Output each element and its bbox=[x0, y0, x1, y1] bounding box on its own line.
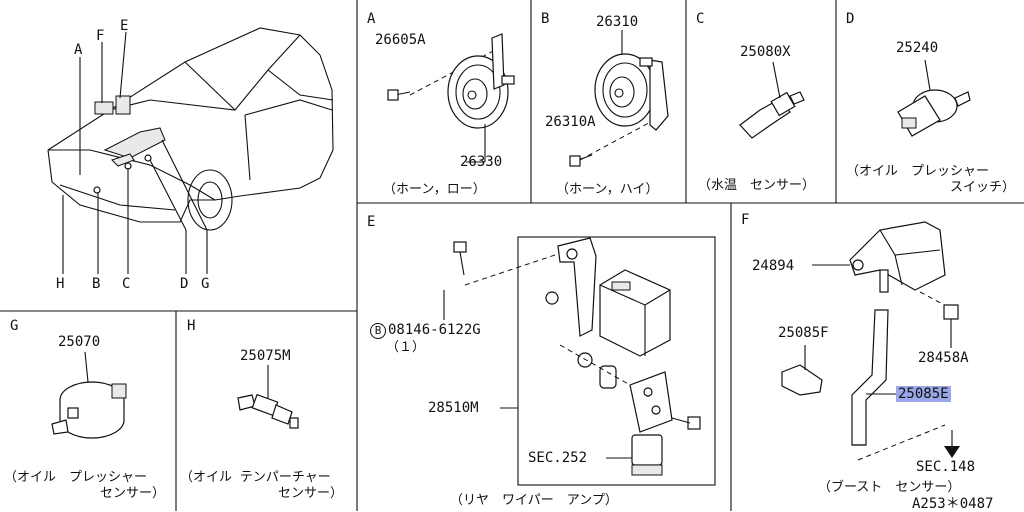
panel-e-caption: （リヤ ワイパー アンプ） bbox=[450, 493, 618, 508]
rear-wiper-amp-drawing bbox=[443, 236, 716, 486]
oil-temp-sensor-drawing bbox=[237, 365, 299, 429]
overview-leaders bbox=[62, 31, 208, 274]
bolt-part-number: 08146-6122G bbox=[388, 322, 481, 338]
part-26605a: 26605A bbox=[375, 32, 426, 48]
panel-b-letter: B bbox=[541, 11, 550, 27]
panel-c-caption: （水温 センサー） bbox=[698, 178, 816, 193]
sec-148-ref: SEC.148 bbox=[916, 459, 976, 475]
part-25080x: 25080X bbox=[740, 44, 791, 60]
panel-g-letter: G bbox=[10, 318, 19, 334]
callout-b: B bbox=[92, 276, 101, 292]
panel-g-caption-1: （オイル プレッシャー bbox=[4, 470, 148, 485]
panel-h-letter: H bbox=[187, 318, 196, 334]
panel-f-caption: （ブースト センサー） bbox=[818, 480, 961, 495]
horn-high-drawing bbox=[569, 30, 669, 167]
panel-a-letter: A bbox=[367, 11, 376, 27]
part-25075m: 25075M bbox=[240, 348, 291, 364]
part-26310a: 26310A bbox=[545, 114, 596, 130]
part-26330: 26330 bbox=[460, 154, 503, 170]
panel-d-caption-2: スイッチ） bbox=[950, 180, 1016, 195]
callout-f: F bbox=[96, 28, 105, 44]
part-25085e[interactable]: 25085E bbox=[896, 386, 951, 402]
part-28458a: 28458A bbox=[918, 350, 969, 366]
horn-low-drawing bbox=[387, 33, 515, 163]
panel-e-letter: E bbox=[367, 214, 376, 230]
callout-e: E bbox=[120, 18, 129, 34]
drawing-code: A253＊0487 bbox=[912, 496, 994, 512]
callout-d: D bbox=[180, 276, 189, 292]
oil-pressure-switch-drawing bbox=[897, 59, 971, 137]
part-25085e-highlight: 25085E bbox=[896, 386, 951, 402]
callout-g: G bbox=[201, 276, 210, 292]
panel-b-caption: （ホーン，ハイ） bbox=[556, 182, 659, 197]
panel-d-caption-1: （オイル プレッシャー bbox=[846, 164, 990, 179]
bolt-quantity: （１） bbox=[386, 340, 426, 355]
callout-h: H bbox=[56, 276, 65, 292]
panel-c-letter: C bbox=[696, 11, 705, 27]
panel-h-caption-2: センサー） bbox=[278, 486, 344, 501]
part-26310: 26310 bbox=[596, 14, 639, 30]
part-24894: 24894 bbox=[752, 258, 795, 274]
bolt-symbol: B bbox=[370, 323, 386, 339]
panel-h-caption-1: （オイル テンパーチャー bbox=[180, 470, 331, 485]
part-25070: 25070 bbox=[58, 334, 101, 350]
boost-sensor-drawing bbox=[781, 221, 960, 461]
car-overview-drawing bbox=[47, 27, 334, 231]
sec-252-ref: SEC.252 bbox=[528, 450, 588, 466]
oil-pressure-sensor-drawing bbox=[51, 351, 127, 439]
panel-a-caption: （ホーン，ロー） bbox=[383, 182, 486, 197]
water-temp-sensor-drawing bbox=[739, 61, 805, 139]
callout-a: A bbox=[74, 42, 83, 58]
part-25085f: 25085F bbox=[778, 325, 829, 341]
panel-d-letter: D bbox=[846, 11, 855, 27]
panel-g-caption-2: センサー） bbox=[100, 486, 166, 501]
part-28510m: 28510M bbox=[428, 400, 479, 416]
part-25240: 25240 bbox=[896, 40, 939, 56]
panel-f-letter: F bbox=[741, 212, 750, 228]
callout-c: C bbox=[122, 276, 131, 292]
